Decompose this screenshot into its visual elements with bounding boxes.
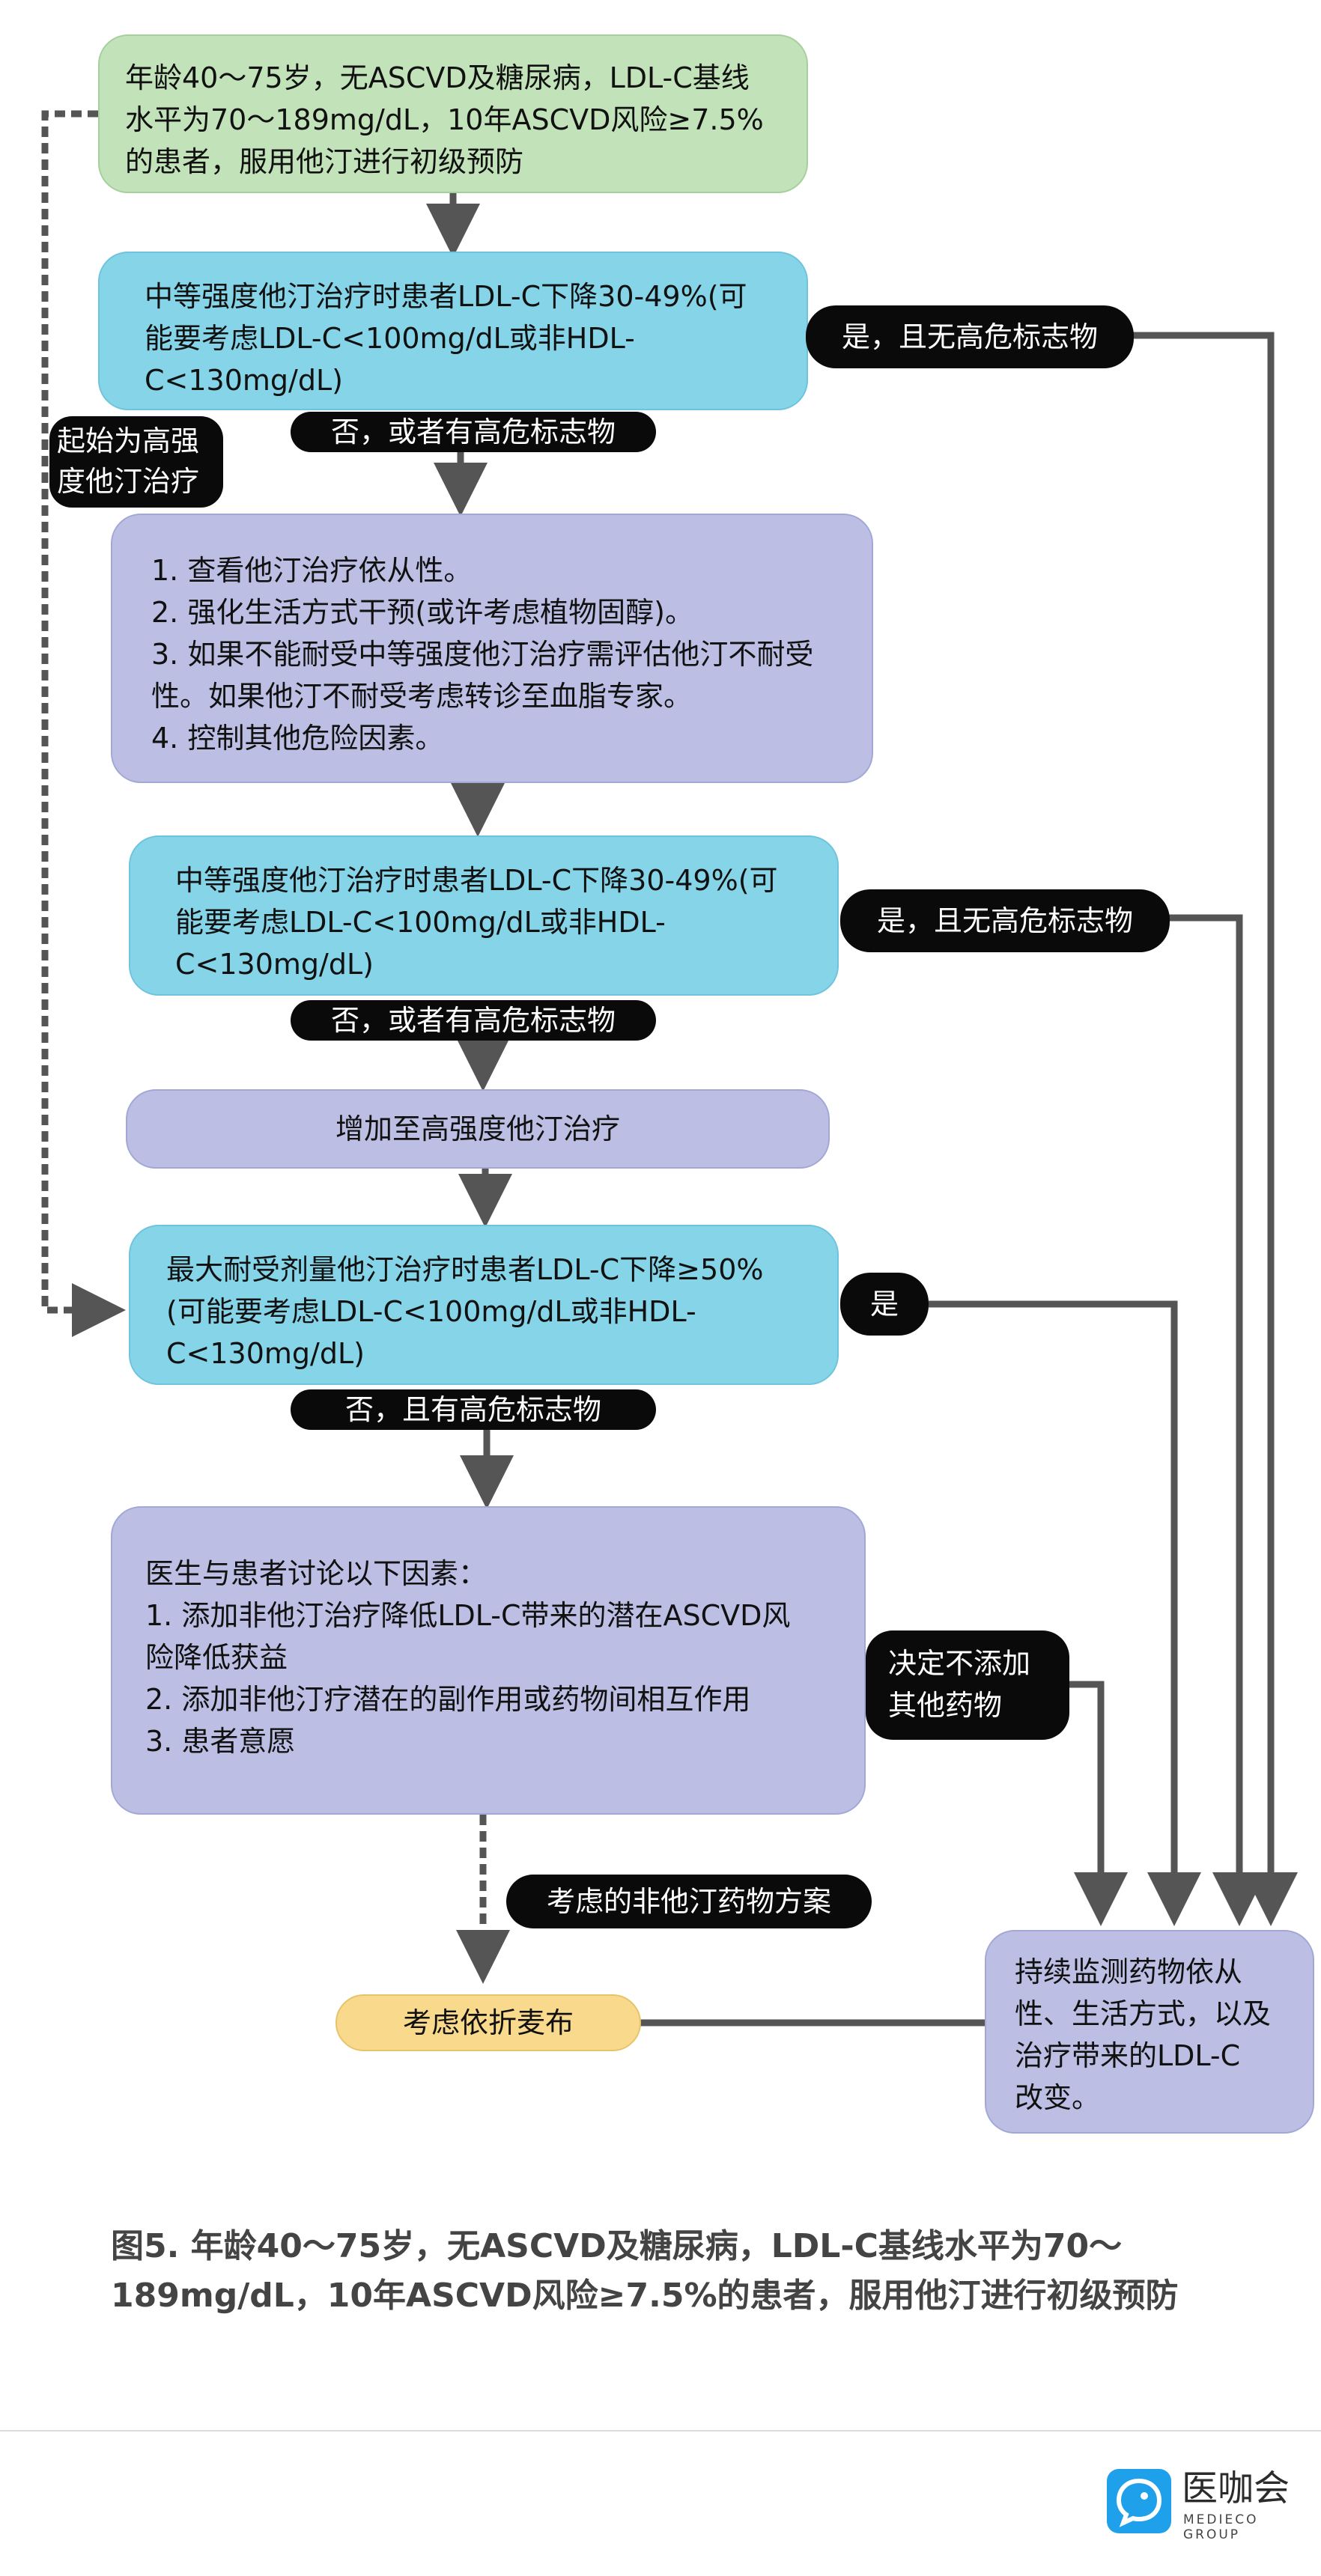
label-decide-no-add: 决定不添加 其他药物 [866,1630,1069,1740]
increase-high-intensity-node: 增加至高强度他汀治疗 [126,1089,830,1169]
label-yes-no-risk-2: 是，且无高危标志物 [840,889,1170,952]
label-no-and-risk: 否，且有高危标志物 [291,1389,656,1430]
moderate-statin-node-1: 中等强度他汀治疗时患者LDL-C下降30-49%(可 能要考虑LDL-C<100… [98,252,808,410]
label-start-high-intensity: 起始为高强 度他汀治疗 [49,416,223,508]
label-consider-nonstatin: 考虑的非他汀药物方案 [506,1875,872,1928]
route-yes-2 [1168,914,1266,1926]
footer-divider [0,2430,1321,2432]
discussion-node: 医生与患者讨论以下因素： 1. 添加非他汀治疗降低LDL-C带来的潜在ASCVD… [111,1506,866,1815]
figure-caption: 图5. 年龄40～75岁，无ASCVD及糖尿病，LDL-C基线水平为70～ 18… [111,2227,1179,2315]
monitor-node: 持续监测药物依从 性、生活方式，以及 治疗带来的LDL-C 改变。 [985,1930,1314,2134]
label-no-or-risk-1: 否，或者有高危标志物 [291,412,656,452]
brand-subtitle: MEDIECO GROUP [1183,2512,1259,2542]
route-no-add [1067,1681,1128,1926]
adherence-check-node: 1. 查看他汀治疗依从性。 2. 强化生活方式干预(或许考虑植物固醇)。 3. … [111,514,873,783]
route-yes-3 [929,1300,1201,1926]
ezetimibe-node: 考虑依折麦布 [335,1994,641,2051]
moderate-statin-node-2: 中等强度他汀治疗时患者LDL-C下降30-49%(可 能要考虑LDL-C<100… [129,835,839,996]
brand-name: 医咖会 [1182,2467,1290,2509]
label-no-or-risk-2: 否，或者有高危标志物 [291,1000,656,1041]
route-yes-1 [1132,332,1298,1926]
label-yes: 是 [840,1273,929,1336]
start-node: 年龄40～75岁，无ASCVD及糖尿病，LDL-C基线 水平为70～189mg/… [98,34,808,193]
max-dose-statin-node: 最大耐受剂量他汀治疗时患者LDL-C下降≥50% (可能要考虑LDL-C<100… [129,1225,839,1385]
route-start-high [41,110,126,1337]
label-yes-no-risk-1: 是，且无高危标志物 [806,305,1134,368]
chat-bubble-icon [1107,2469,1171,2533]
